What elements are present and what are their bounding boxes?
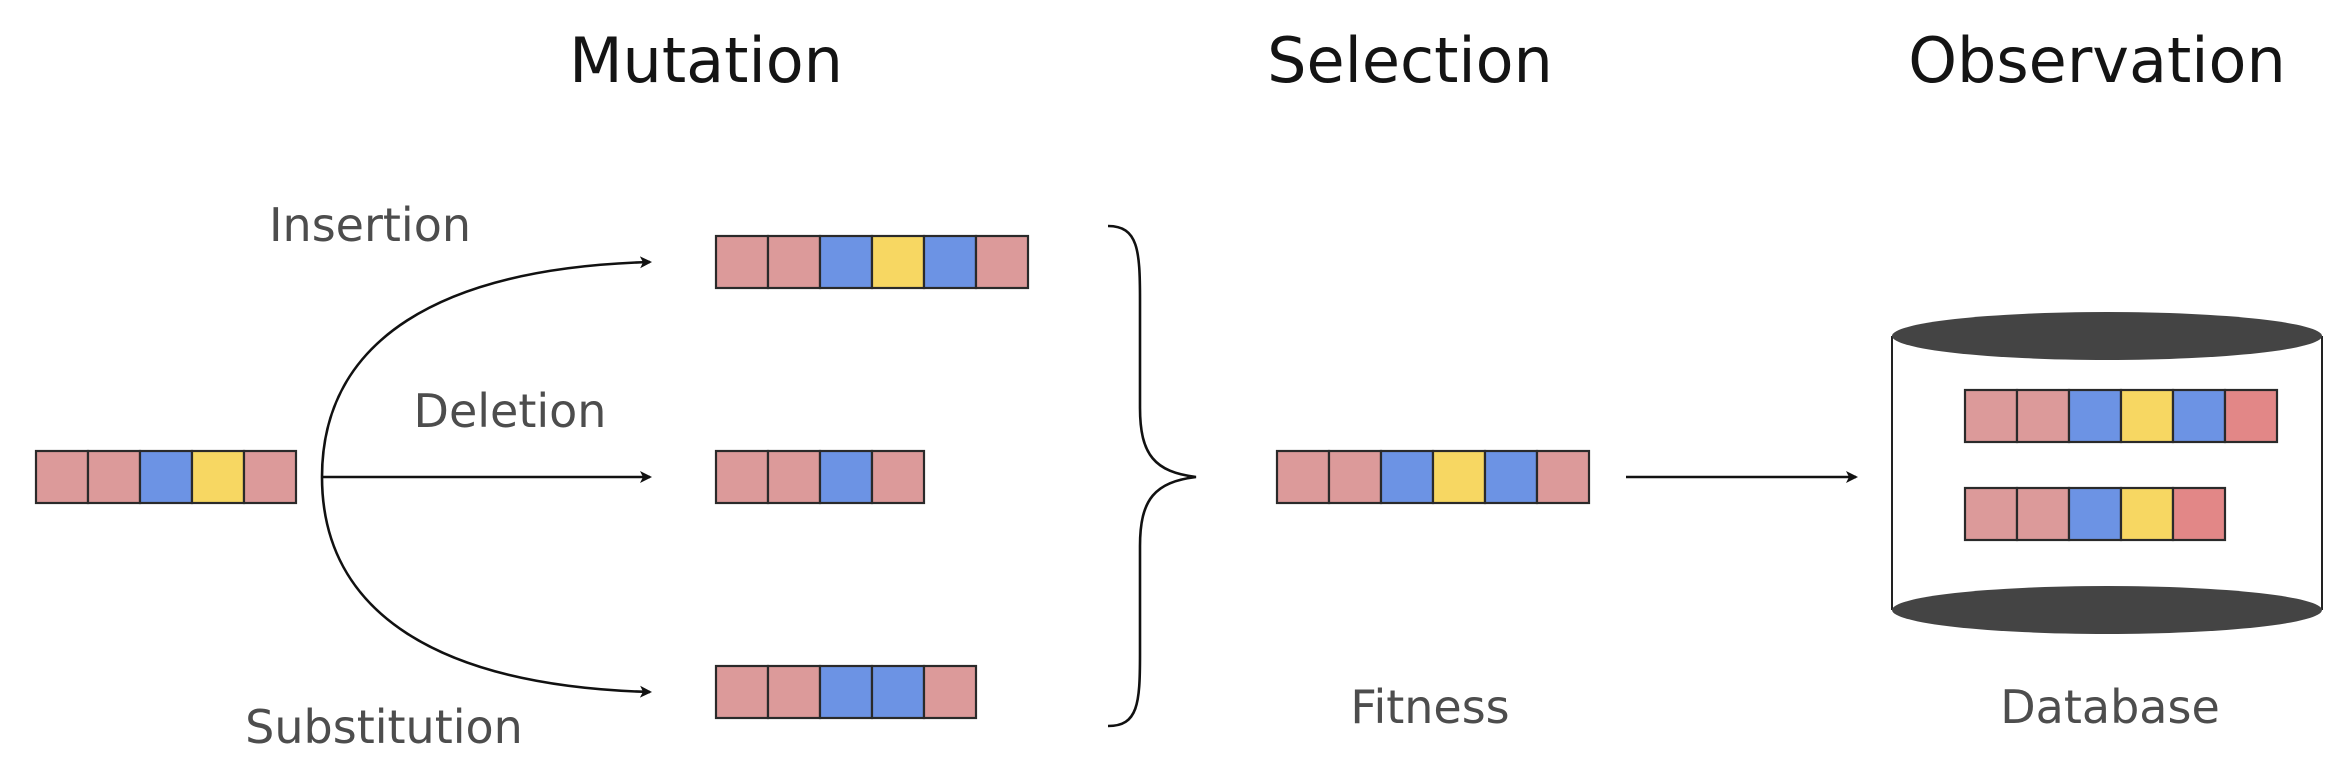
pink-cell	[766, 449, 822, 505]
blue-cell	[818, 234, 874, 290]
selection-heading: Selection	[1267, 24, 1553, 97]
insertion-sequence	[714, 234, 1030, 290]
blue-cell	[818, 664, 874, 720]
red-cell	[2171, 486, 2227, 542]
blue-cell	[2067, 388, 2123, 444]
original-sequence	[34, 449, 298, 505]
pink-cell	[86, 449, 142, 505]
pink-cell	[714, 664, 770, 720]
yellow-cell	[1431, 449, 1487, 505]
database-cylinder-icon	[1891, 312, 2323, 634]
blue-cell	[2171, 388, 2227, 444]
pink-cell	[1963, 388, 2019, 444]
blue-cell	[870, 664, 926, 720]
red-cell	[2223, 388, 2279, 444]
blue-cell	[1379, 449, 1435, 505]
pink-cell	[2015, 388, 2071, 444]
right-curly-brace-icon	[1107, 224, 1197, 728]
pink-cell	[2015, 486, 2071, 542]
substitution-sequence	[714, 664, 978, 720]
substitution-arrow	[320, 476, 652, 698]
pink-cell	[242, 449, 298, 505]
selected-sequence	[1275, 449, 1591, 505]
pink-cell	[34, 449, 90, 505]
pink-cell	[974, 234, 1030, 290]
database-sequence-1	[1963, 388, 2279, 444]
pink-cell	[870, 449, 926, 505]
pink-cell	[714, 234, 770, 290]
yellow-cell	[190, 449, 246, 505]
pink-cell	[1535, 449, 1591, 505]
pink-cell	[922, 664, 978, 720]
deletion-sequence	[714, 449, 926, 505]
insertion-arrow	[320, 256, 652, 478]
pink-cell	[766, 664, 822, 720]
yellow-cell	[2119, 486, 2175, 542]
database-label: Database	[2000, 680, 2220, 734]
blue-cell	[1483, 449, 1539, 505]
pink-cell	[1327, 449, 1383, 505]
pink-cell	[1963, 486, 2019, 542]
insertion-label: Insertion	[269, 198, 471, 252]
database-sequence-2	[1963, 486, 2227, 542]
deletion-label: Deletion	[414, 384, 607, 438]
pink-cell	[714, 449, 770, 505]
yellow-cell	[870, 234, 926, 290]
mutation-heading: Mutation	[569, 24, 843, 97]
blue-cell	[138, 449, 194, 505]
fitness-label: Fitness	[1350, 680, 1509, 734]
yellow-cell	[2119, 388, 2175, 444]
pink-cell	[766, 234, 822, 290]
blue-cell	[818, 449, 874, 505]
substitution-label: Substitution	[245, 700, 523, 754]
observation-heading: Observation	[1908, 24, 2286, 97]
blue-cell	[922, 234, 978, 290]
blue-cell	[2067, 486, 2123, 542]
pink-cell	[1275, 449, 1331, 505]
